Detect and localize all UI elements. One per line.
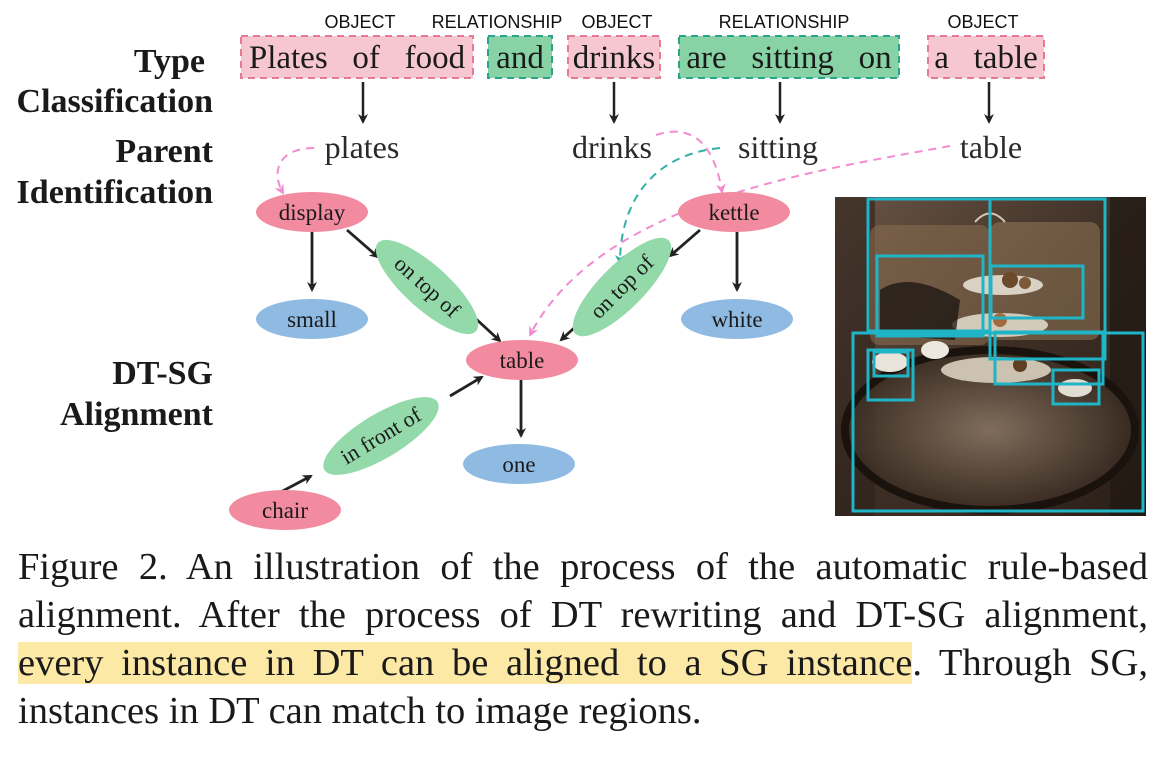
node-white: white bbox=[681, 299, 793, 339]
edge-label-on-top-of-right: on top of bbox=[572, 237, 672, 337]
edge-ontopof-table bbox=[474, 316, 502, 343]
token-and: RELATIONSHIP and bbox=[432, 12, 563, 79]
token-text: and bbox=[496, 40, 544, 76]
caption-part1: Figure 2. An illustration of the process… bbox=[18, 546, 1148, 636]
token-a-table: OBJECT a table bbox=[927, 12, 1045, 79]
scene-photo bbox=[835, 197, 1146, 516]
token-tag: RELATIONSHIP bbox=[719, 12, 850, 32]
node-label: display bbox=[279, 200, 346, 225]
row-label-type: Type bbox=[134, 43, 205, 80]
node-label: kettle bbox=[708, 200, 759, 225]
node-kettle: kettle bbox=[678, 192, 790, 232]
row-label-classification: Classification bbox=[17, 83, 214, 120]
token-tag: OBJECT bbox=[581, 12, 652, 32]
token-text: a table bbox=[934, 40, 1038, 76]
node-label: white bbox=[711, 307, 762, 332]
token-text: Plates of food bbox=[249, 40, 466, 76]
parent-table: table bbox=[960, 129, 1022, 165]
token-text: are sitting on bbox=[686, 40, 891, 76]
edge-kettle-ontopof bbox=[668, 228, 701, 258]
parent-sitting: sitting bbox=[738, 129, 818, 165]
align-sitting-ontopof bbox=[615, 147, 721, 265]
parent-plates: plates bbox=[325, 129, 400, 165]
node-display: display bbox=[256, 192, 368, 232]
row-label-parent: Parent bbox=[115, 133, 213, 170]
align-drinks-kettle bbox=[655, 130, 726, 194]
row-label-dtsg: DT-SG bbox=[112, 355, 213, 392]
node-chair: chair bbox=[229, 490, 341, 530]
token-tag: RELATIONSHIP bbox=[432, 12, 563, 32]
parent-drinks: drinks bbox=[572, 129, 652, 165]
node-label: table bbox=[500, 348, 545, 373]
caption-highlight: every instance in DT can be aligned to a… bbox=[18, 642, 913, 684]
align-plates-display bbox=[274, 147, 315, 195]
node-label: small bbox=[287, 307, 337, 332]
region-boxes bbox=[851, 197, 1145, 513]
edge-infront-table bbox=[449, 375, 484, 398]
edge-label-in-front-of: in front of bbox=[323, 397, 439, 475]
figure-caption: Figure 2. An illustration of the process… bbox=[18, 543, 1148, 735]
token-text: drinks bbox=[573, 40, 656, 76]
token-tag: OBJECT bbox=[324, 12, 395, 32]
edge-display-ontopof bbox=[346, 228, 380, 259]
token-plates-of-food: OBJECT Plates of food bbox=[240, 12, 474, 79]
row-label-alignment: Alignment bbox=[60, 396, 214, 433]
edge-label-on-top-of-left: on top of bbox=[375, 239, 479, 335]
token-are-sitting-on: RELATIONSHIP are sitting on bbox=[678, 12, 900, 79]
classification-arrows bbox=[358, 82, 994, 124]
token-drinks: OBJECT drinks bbox=[567, 12, 661, 79]
caption-part2: . Through SG, instances in DT can match … bbox=[18, 642, 1148, 732]
node-small: small bbox=[256, 299, 368, 339]
node-table: table bbox=[466, 340, 578, 380]
node-label: chair bbox=[262, 498, 308, 523]
token-tag: OBJECT bbox=[947, 12, 1018, 32]
node-label: one bbox=[502, 452, 535, 477]
row-label-identification: Identification bbox=[17, 174, 214, 211]
node-one: one bbox=[463, 444, 575, 484]
